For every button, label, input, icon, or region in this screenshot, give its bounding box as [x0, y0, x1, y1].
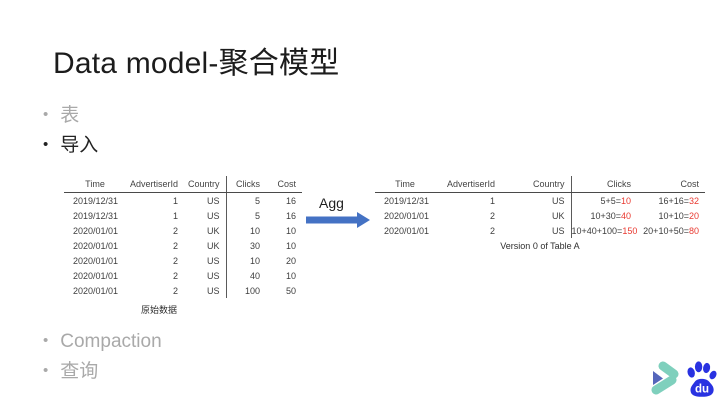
table-row: 2020/01/01 2 UK 10+30=40 10+10=20 [375, 208, 705, 223]
table-row: 2020/01/01 2 UK 30 10 [64, 238, 302, 253]
agg-label: Agg [319, 195, 344, 211]
bullet-item-compaction: Compaction [43, 327, 161, 357]
table-row: 2020/01/01 2 US 40 10 [64, 268, 302, 283]
bullet-item-table: 表 [43, 101, 98, 131]
aggregated-value: 80 [688, 225, 699, 236]
cost-aggregation-cell: 10+10=20 [658, 210, 699, 221]
column-header-clicks: Clicks [570, 176, 637, 193]
column-header-cost: Cost [266, 176, 302, 193]
bullet-item-query: 查询 [43, 357, 162, 387]
bullet-list-bottom: Compaction 查询 [43, 327, 162, 387]
column-header-time: Time [375, 176, 435, 193]
column-header-time: Time [64, 176, 126, 193]
table-row: 2020/01/01 2 US 100 50 [64, 283, 302, 298]
aggregated-value: 32 [688, 195, 699, 206]
column-header-advertiserid: AdvertiserId [435, 176, 501, 193]
clicks-aggregation-cell: 5+5=10 [570, 192, 637, 208]
aggregated-value: 10 [620, 195, 631, 206]
table-caption-version: Version 0 of Table A [500, 241, 580, 251]
bullet-list-top: 表 导入 [43, 101, 98, 161]
aggregated-table: Time AdvertiserId Country Clicks Cost 20… [375, 176, 705, 238]
table-row: 2020/01/01 2 US 10+40+100=150 20+10+50=8… [375, 223, 705, 238]
table-caption-raw-data: 原始数据 [140, 305, 177, 315]
table-row: 2020/01/01 2 UK 10 10 [64, 223, 302, 238]
cost-aggregation-cell: 20+10+50=80 [643, 225, 699, 236]
clicks-aggregation-cell: 10+40+100=150 [570, 223, 638, 238]
aggregated-value: 150 [622, 225, 638, 236]
clicks-aggregation-cell: 10+30=40 [570, 208, 637, 223]
column-header-clicks: Clicks [225, 176, 266, 193]
footer-logos: du [648, 359, 717, 398]
aggregated-value: 40 [620, 210, 631, 221]
column-header-advertiserid: AdvertiserId [126, 176, 184, 193]
table-header-row: Time AdvertiserId Country Clicks Cost [64, 176, 302, 193]
doris-logo-icon [651, 361, 679, 395]
column-header-country: Country [501, 176, 571, 193]
bullet-item-import: 导入 [43, 131, 98, 161]
table-row: 2019/12/31 1 US 5 16 [64, 192, 302, 208]
cost-aggregation-cell: 16+16=32 [658, 195, 699, 206]
table-row: 2019/12/31 1 US 5+5=10 16+16=32 [375, 192, 705, 208]
table-row: 2019/12/31 1 US 5 16 [64, 208, 302, 223]
table-header-row: Time AdvertiserId Country Clicks Cost [375, 176, 705, 193]
column-header-country: Country [184, 176, 226, 193]
raw-data-table: Time AdvertiserId Country Clicks Cost 20… [64, 176, 302, 298]
page-title: Data model-聚合模型 [53, 47, 340, 80]
baidu-du-text: du [695, 384, 709, 396]
table-row: 2020/01/01 2 US 10 20 [64, 253, 302, 268]
agg-arrow-icon [306, 212, 370, 228]
baidu-logo-icon: du [687, 361, 717, 397]
column-header-cost: Cost [637, 176, 705, 193]
aggregated-value: 20 [688, 210, 699, 221]
